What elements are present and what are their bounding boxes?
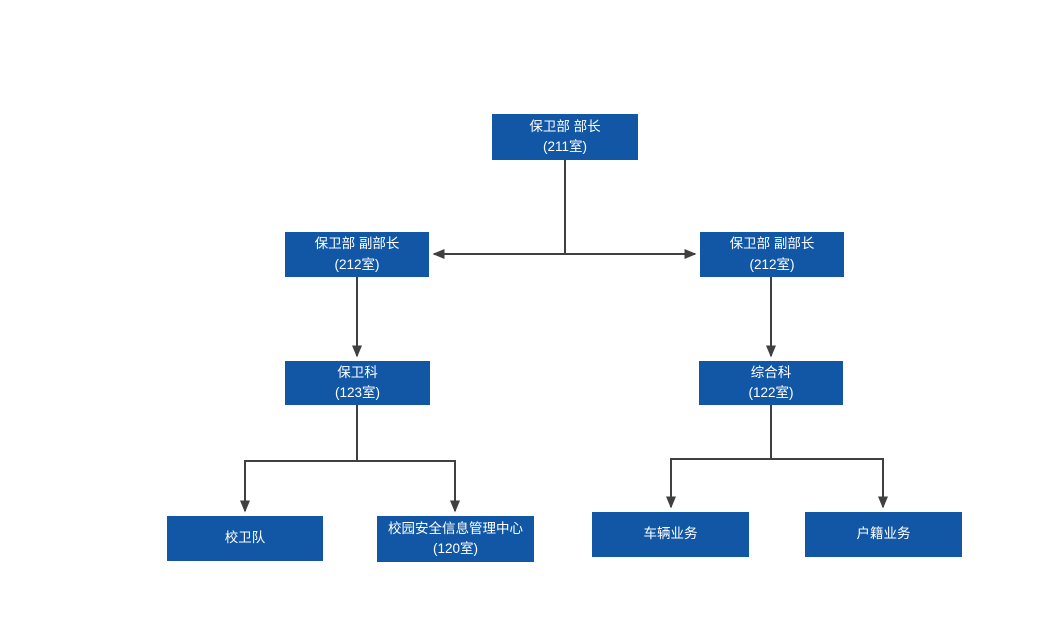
org-node-vehicle-services: 车辆业务 — [592, 512, 749, 557]
node-title: 保卫科 — [337, 364, 378, 380]
node-title: 保卫部 部长 — [529, 118, 601, 134]
node-title: 车辆业务 — [643, 526, 698, 542]
node-title: 保卫部 副部长 — [729, 236, 815, 252]
org-node-general-section: 综合科 (122室) — [699, 361, 843, 405]
node-subtitle: (122室) — [748, 385, 794, 400]
org-node-info-center: 校园安全信息管理中心 (120室) — [377, 516, 534, 562]
org-node-director: 保卫部 部长 (211室) — [492, 114, 638, 160]
node-subtitle: (212室) — [334, 256, 380, 272]
org-node-campus-guard: 校卫队 — [167, 516, 323, 561]
node-title: 校卫队 — [224, 530, 266, 546]
org-node-household-registration: 户籍业务 — [805, 512, 962, 557]
node-subtitle: (211室) — [542, 139, 587, 154]
node-subtitle: (123室) — [334, 385, 380, 400]
node-title: 户籍业务 — [856, 526, 911, 542]
node-subtitle: (120室) — [432, 541, 478, 556]
org-node-deputy-right: 保卫部 副部长 (212室) — [700, 232, 844, 277]
node-title: 校园安全信息管理中心 — [388, 520, 523, 536]
org-node-security-section: 保卫科 (123室) — [285, 361, 430, 405]
node-title: 综合科 — [750, 364, 792, 380]
node-title: 保卫部 副部长 — [314, 236, 400, 252]
node-subtitle: (212室) — [749, 256, 795, 272]
org-node-deputy-left: 保卫部 副部长 (212室) — [285, 232, 429, 277]
